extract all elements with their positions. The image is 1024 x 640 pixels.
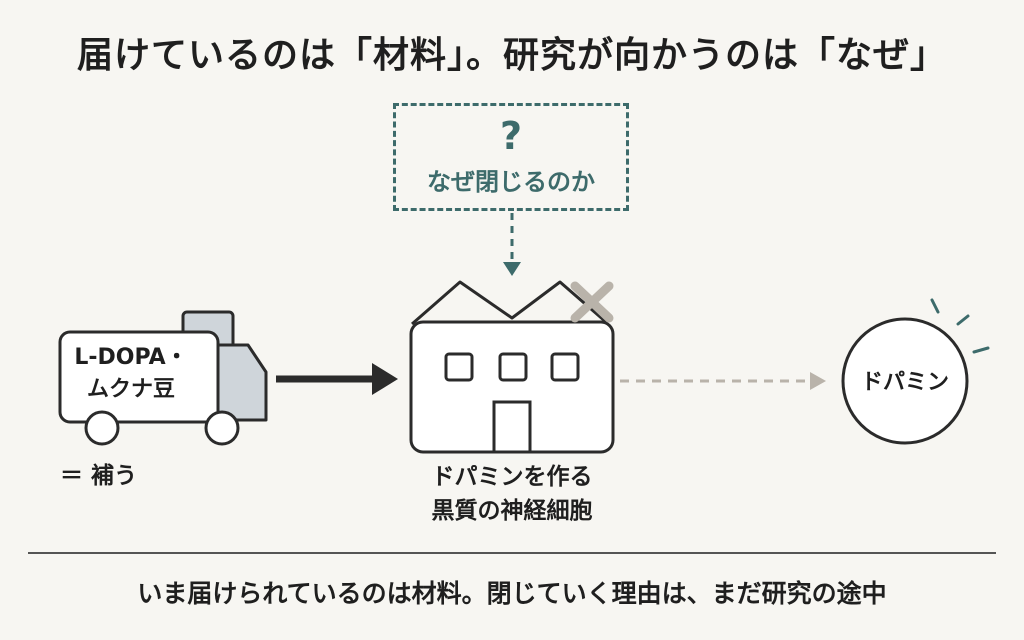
factory-roof bbox=[411, 280, 607, 326]
factory-caption-line1: ドパミンを作る bbox=[431, 464, 593, 490]
truck-wheel-front bbox=[84, 410, 120, 446]
question-text: なぜ閉じるのか bbox=[427, 168, 595, 196]
footer-text: いま届けられているのは材料。閉じていく理由は、まだ研究の途中 bbox=[137, 579, 887, 608]
broken-x-icon bbox=[570, 281, 614, 323]
factory-door bbox=[492, 400, 532, 452]
output-arrow-head bbox=[810, 372, 826, 390]
truck-label-line2: ムクナ豆 bbox=[86, 377, 175, 402]
truck-wheel-rear bbox=[204, 410, 240, 446]
factory-window-3 bbox=[550, 352, 580, 382]
divider bbox=[28, 552, 996, 554]
truck-label-line1: L-DOPA・ bbox=[74, 345, 188, 370]
dopamine-label: ドパミン bbox=[860, 370, 949, 395]
truck-body bbox=[58, 330, 220, 424]
truck-label: L-DOPA・ ムクナ豆 bbox=[62, 342, 200, 406]
factory-icon bbox=[409, 280, 615, 454]
factory-caption: ドパミンを作る 黒質の神経細胞 bbox=[392, 460, 632, 528]
page-title: 届けているのは「材料」。研究が向かうのは「なぜ」 bbox=[76, 35, 947, 76]
truck-icon bbox=[58, 310, 268, 446]
question-connector-arrowhead bbox=[503, 262, 521, 276]
factory-body bbox=[409, 320, 615, 454]
question-box: ? なぜ閉じるのか bbox=[393, 103, 629, 211]
sparkle-icon bbox=[930, 298, 990, 354]
delivery-arrow-head bbox=[372, 363, 398, 395]
factory-caption-line2: 黒質の神経細胞 bbox=[431, 498, 593, 524]
truck-caption: ＝ 補う bbox=[60, 463, 138, 489]
dopamine-circle bbox=[841, 317, 969, 445]
truck-cab bbox=[213, 343, 268, 422]
factory-window-2 bbox=[498, 352, 528, 382]
factory-window-1 bbox=[444, 352, 474, 382]
question-mark-icon: ? bbox=[499, 114, 523, 158]
